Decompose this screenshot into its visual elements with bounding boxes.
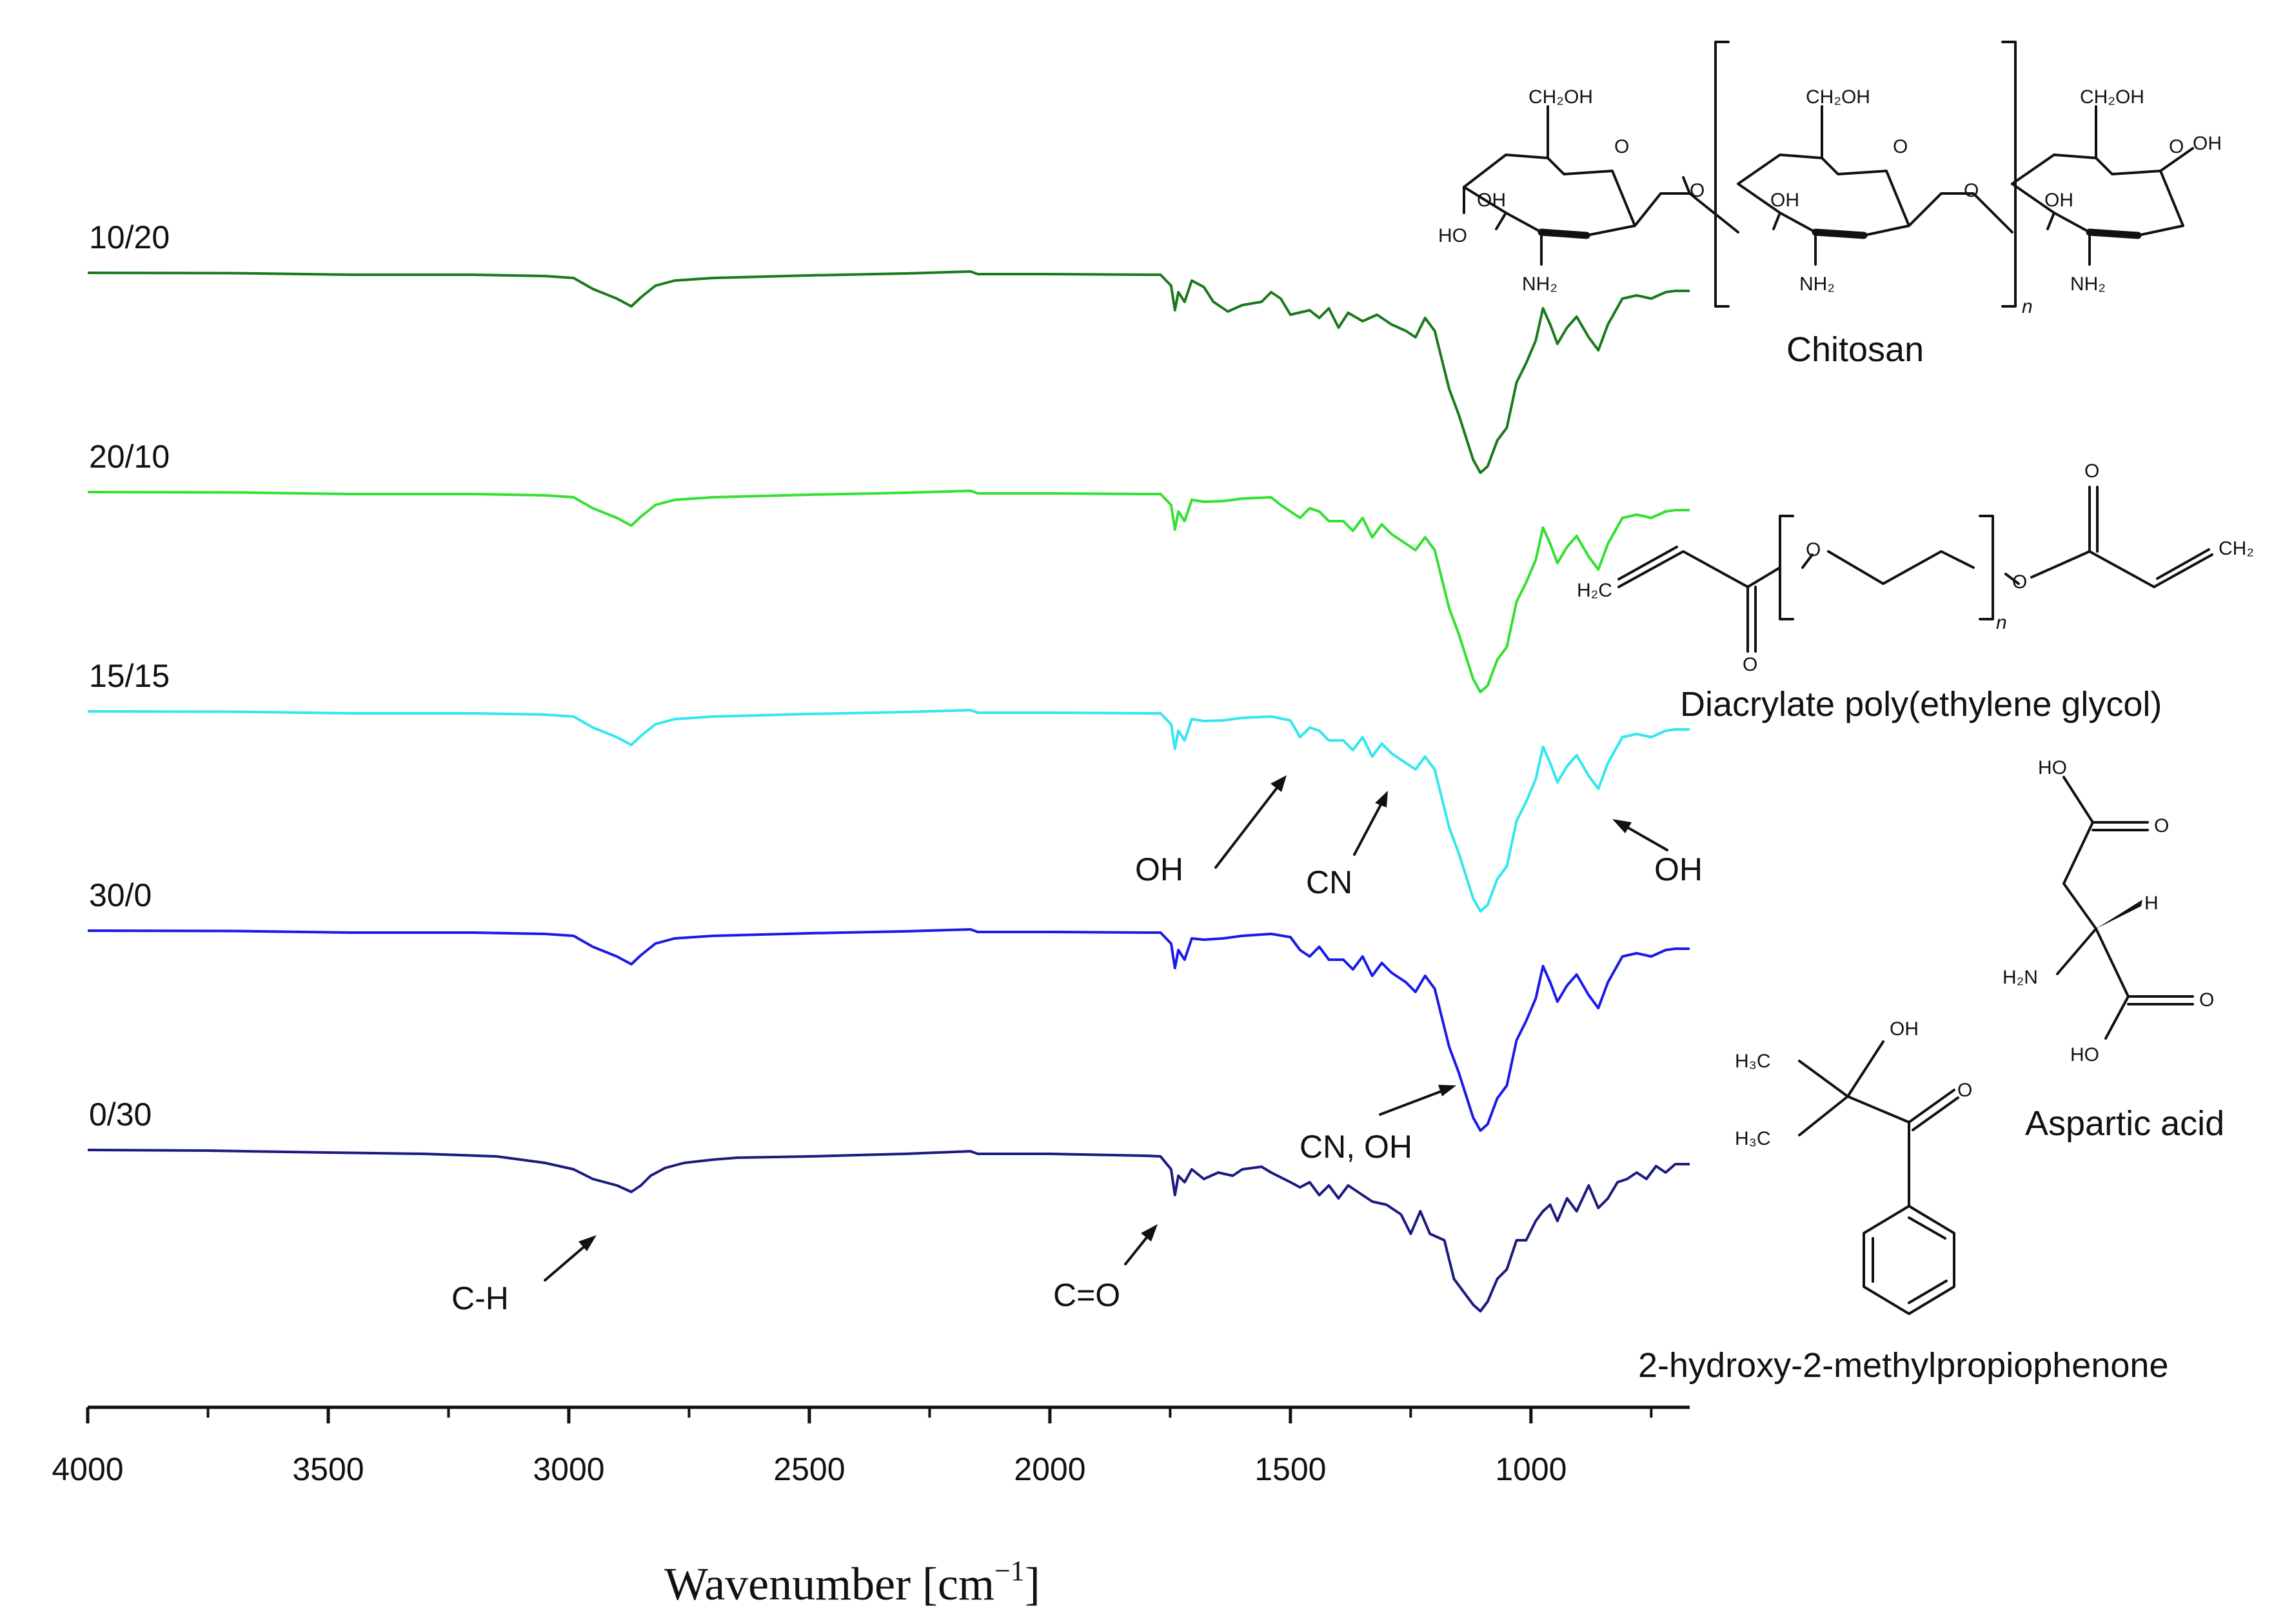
annotation-cn-oh-text: CN, OH [1300, 1129, 1412, 1165]
svg-text:O: O [1806, 539, 1821, 560]
annotation-cn-1-arrow [1353, 798, 1385, 856]
bracket-right [2001, 41, 2017, 308]
svg-text:O: O [1743, 654, 1757, 675]
svg-text:O: O [1957, 1080, 1972, 1101]
svg-text:NH₂: NH₂ [1799, 273, 1835, 295]
svg-text:OH: OH [1770, 190, 1799, 211]
series-labels: 10/20 20/10 15/15 30/0 0/30 [89, 219, 170, 1133]
chitosan-ring-1: CH₂OH O OH HO NH₂ [1438, 86, 1636, 295]
annotation-ch-arrow [544, 1240, 591, 1282]
chitosan-ring-3: CH₂OH O OH OH NH₂ [2011, 86, 2222, 295]
svg-text:H₃C: H₃C [1735, 1128, 1771, 1149]
peg-diacrylate-structure: H₂C O O n O O CH₂ Diacrylate poly(ethyle… [1577, 460, 2254, 724]
annotation-oh-2: OH [1612, 819, 1703, 887]
svg-text:HO: HO [2070, 1044, 2099, 1065]
svg-text:NH₂: NH₂ [1522, 273, 1557, 295]
annotation-ch: C-H [451, 1235, 597, 1316]
annotation-oh-2-text: OH [1654, 851, 1703, 887]
bracket-left [1714, 41, 1730, 308]
svg-text:CH₂OH: CH₂OH [1806, 86, 1870, 108]
arrow-head-icon [1612, 819, 1632, 833]
svg-text:HO: HO [1438, 225, 1467, 246]
series-line-0-30 [87, 1149, 1690, 1312]
annotation-cn-oh-arrow [1379, 1089, 1446, 1116]
arrow-head-icon [1141, 1224, 1158, 1242]
svg-text:n: n [1996, 612, 2007, 633]
svg-text:H₂C: H₂C [1577, 580, 1612, 601]
aspartic-acid-name: Aspartic acid [2025, 1104, 2224, 1143]
annotation-cn-oh: CN, OH [1300, 1085, 1456, 1165]
x-ticks: 4000 3500 3000 2500 2000 1500 1000 [52, 1407, 1653, 1487]
annotation-ch-text: C-H [451, 1280, 509, 1316]
x-tick-label-1000: 1000 [1495, 1451, 1567, 1487]
hmpp-structure: OH H₃C H₃C O 2-hydroxy-2-methylpropiophe… [1638, 1018, 2168, 1385]
svg-text:O: O [2169, 136, 2184, 157]
hmpp-name: 2-hydroxy-2-methylpropiophenone [1638, 1346, 2168, 1385]
series-line-20-10 [87, 490, 1690, 693]
annotations: C-H C=O OH CN OH CN, OH [451, 775, 1703, 1316]
arrow-head-icon [1271, 775, 1287, 792]
svg-text:n: n [2022, 296, 2033, 317]
x-tick-label-2000: 2000 [1014, 1451, 1085, 1487]
x-tick-label-3000: 3000 [533, 1451, 604, 1487]
annotation-oh-1-text: OH [1135, 851, 1183, 887]
annotation-oh-1: OH [1135, 775, 1287, 887]
x-tick-label-3500: 3500 [292, 1451, 364, 1487]
annotation-co-text: C=O [1053, 1277, 1120, 1313]
svg-text:CH₂OH: CH₂OH [2080, 86, 2144, 108]
x-axis-label: Wavenumber [cm−1] [664, 1555, 1040, 1610]
svg-text:O: O [2084, 460, 2099, 482]
aspartic-acid-structure: HO O H H₂N O HO Aspartic acid [2002, 757, 2224, 1143]
x-tick-label-1500: 1500 [1254, 1451, 1326, 1487]
peg-diacrylate-name: Diacrylate poly(ethylene glycol) [1680, 685, 2162, 724]
series-label-15-15: 15/15 [89, 658, 170, 694]
annotation-cn-1: CN [1306, 791, 1388, 900]
chitosan-structure: CH₂OH O OH HO NH₂ O n CH₂OH O OH NH₂ O [1438, 41, 2222, 369]
svg-text:CH₂: CH₂ [2219, 538, 2254, 559]
series-line-10-20 [87, 270, 1690, 474]
svg-text:CH₂OH: CH₂OH [1528, 86, 1593, 108]
chitosan-name: Chitosan [1786, 330, 1924, 369]
annotation-cn-1-text: CN [1306, 864, 1352, 900]
svg-text:H₂N: H₂N [2002, 967, 2038, 988]
arrow-head-icon [578, 1235, 597, 1251]
arrow-head-icon [1438, 1085, 1456, 1096]
series-label-20-10: 20/10 [89, 439, 170, 475]
svg-text:OH: OH [1477, 190, 1506, 211]
svg-text:H₃C: H₃C [1735, 1051, 1771, 1072]
svg-text:HO: HO [2038, 757, 2067, 778]
series-label-0-30: 0/30 [89, 1096, 152, 1133]
svg-text:NH₂: NH₂ [2070, 273, 2106, 295]
annotation-oh-1-arrow [1214, 782, 1281, 869]
annotation-oh-2-arrow [1621, 823, 1668, 851]
svg-text:O: O [1893, 136, 1908, 157]
svg-text:O: O [2154, 815, 2169, 837]
svg-text:O: O [2199, 989, 2214, 1011]
svg-text:OH: OH [2193, 133, 2222, 154]
series-label-10-20: 10/20 [89, 219, 170, 255]
x-tick-label-4000: 4000 [52, 1451, 123, 1487]
svg-text:O: O [2012, 571, 2027, 593]
series-label-30-0: 30/0 [89, 877, 152, 913]
x-tick-label-2500: 2500 [773, 1451, 845, 1487]
series-line-30-0 [87, 928, 1690, 1132]
svg-text:O: O [1964, 180, 1979, 201]
svg-text:OH: OH [1890, 1018, 1919, 1040]
svg-text:O: O [1614, 136, 1629, 157]
arrow-head-icon [1375, 791, 1388, 807]
series-line-15-15 [87, 709, 1690, 913]
svg-text:OH: OH [2044, 190, 2073, 211]
series-layer [87, 270, 1690, 1312]
svg-text:O: O [1690, 180, 1705, 201]
chitosan-ring-2: CH₂OH O OH NH₂ [1737, 86, 1910, 295]
svg-text:H: H [2144, 893, 2159, 914]
annotation-co: C=O [1053, 1224, 1158, 1313]
